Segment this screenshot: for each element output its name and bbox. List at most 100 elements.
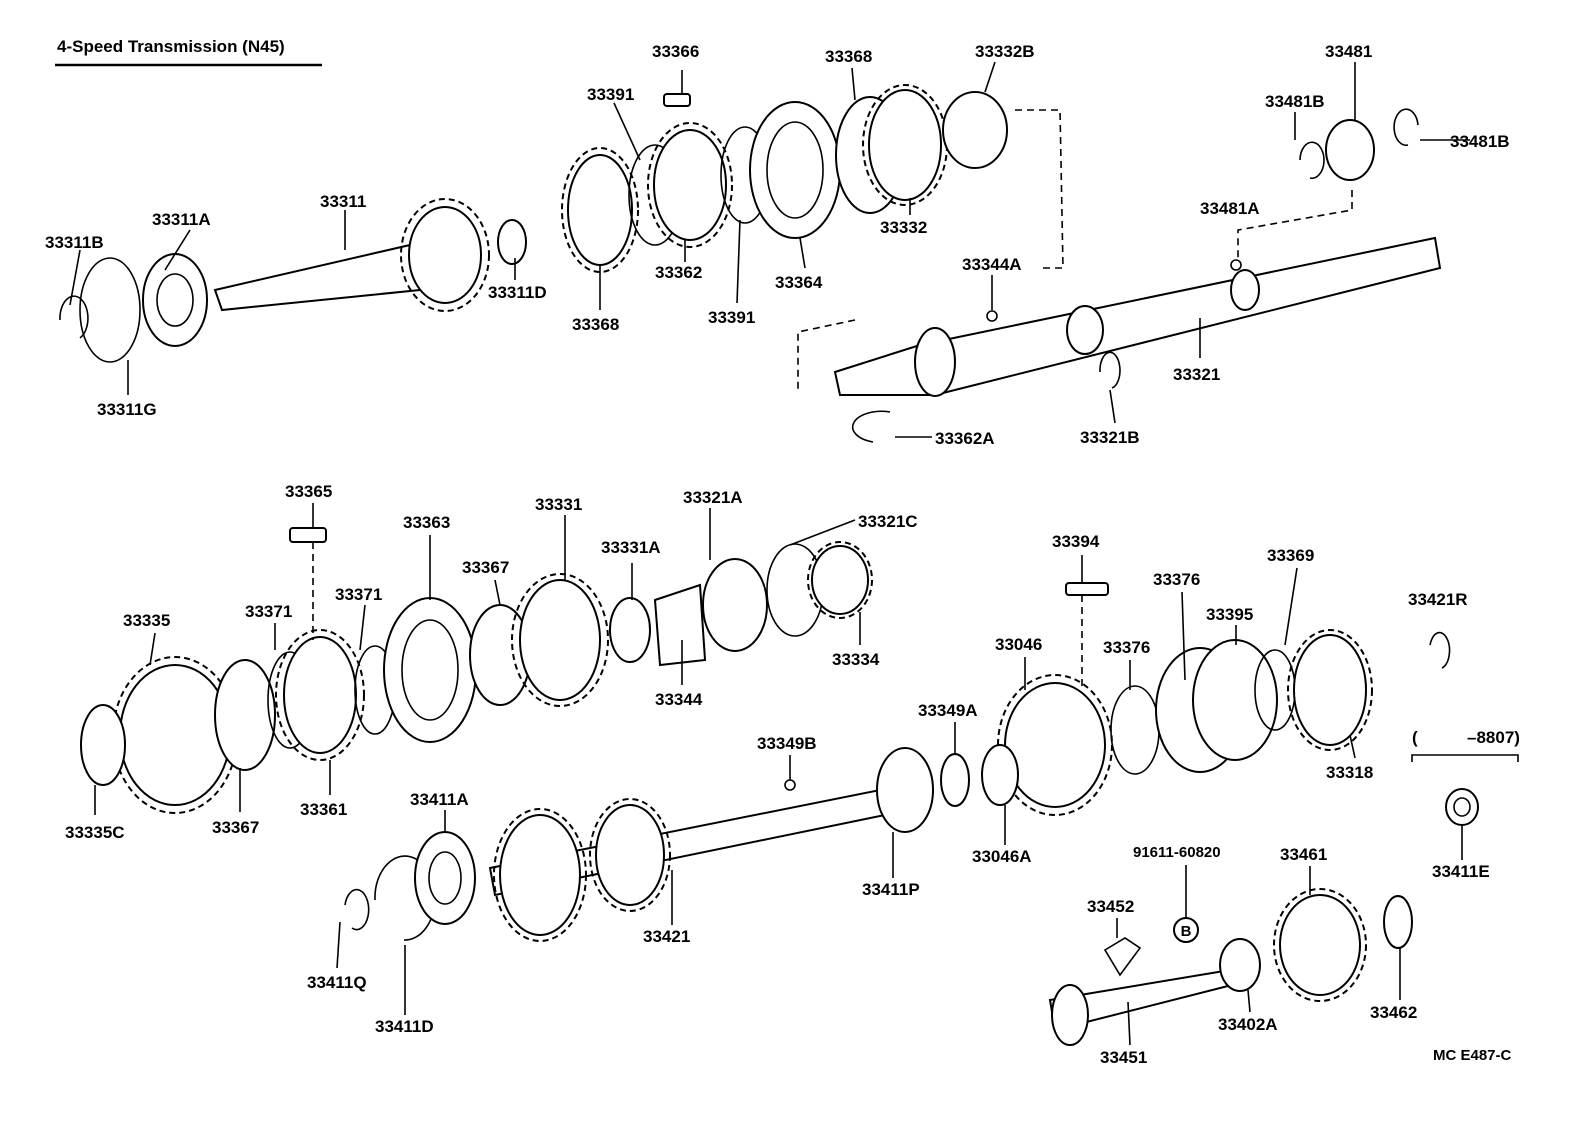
hub-33361-teeth [275, 629, 365, 761]
label-33481B-left: 33481B [1265, 92, 1325, 111]
counter-gear-2-drawing [595, 804, 665, 906]
counter-gear-2-teeth [589, 798, 671, 912]
snap-ring-33362a-drawing [851, 410, 891, 443]
ball-33344a-drawing [986, 310, 998, 322]
assembly-bracket-right [1237, 190, 1353, 258]
gear-33318-drawing [1293, 634, 1367, 746]
sleeve-33395-drawing [1192, 639, 1278, 761]
leader-line-27 [789, 519, 856, 546]
key-spring-33376-drawing [1110, 685, 1160, 775]
label-33391-top: 33391 [587, 85, 634, 104]
leader-line-41 [1284, 567, 1298, 646]
output-shaft-assembly [833, 108, 1442, 443]
label-33344A: 33344A [962, 255, 1022, 274]
label-33451: 33451 [1100, 1048, 1147, 1067]
key-33365-drawing [289, 527, 327, 543]
bearing-33331a-drawing [609, 597, 651, 663]
label-33395: 33395 [1206, 605, 1253, 624]
gear-33335-drawing [119, 664, 231, 806]
bolt-symbol-label: B [1181, 923, 1192, 940]
ring-33368-drawing [567, 154, 633, 266]
leader-line-56 [336, 921, 341, 969]
label-33349B: 33349B [757, 734, 817, 753]
ball-33481a-drawing [1230, 259, 1242, 271]
label-33335C: 33335C [65, 823, 125, 842]
idler-gear-33461-drawing [1279, 894, 1361, 996]
reverse-gear-train [997, 582, 1451, 816]
snap-ring-33421r-drawing [1429, 631, 1451, 669]
leader-line-47 [1349, 734, 1356, 759]
label-33311A: 33311A [152, 210, 211, 229]
counter-gear-1-drawing [499, 814, 581, 936]
snap-ring-33311g-drawing [79, 257, 141, 363]
label-33321C: 33321C [858, 512, 918, 531]
label-33367-top: 33367 [462, 558, 509, 577]
label-33311B: 33311B [45, 233, 104, 252]
label-33411E: 33411E [1432, 862, 1490, 881]
leader-lines [69, 61, 1470, 1046]
label-33332: 33332 [880, 218, 927, 237]
label-33411D: 33411D [375, 1017, 434, 1036]
snap-ring-33481b-right-drawing [1393, 108, 1419, 147]
output-shaft-spline [1066, 305, 1104, 355]
label-33481B-right: 33481B [1450, 132, 1510, 151]
idler-gear-33461-teeth [1273, 888, 1367, 1002]
snap-ring-33311b-drawing [59, 295, 89, 339]
input-shaft-33311-drawing [213, 243, 422, 312]
label-33362A: 33362A [935, 429, 995, 448]
label-33311G: 33311G [97, 400, 157, 419]
applicability-bracket [1411, 754, 1519, 762]
label-33368-top: 33368 [825, 47, 872, 66]
label-33321A: 33321A [683, 488, 743, 507]
leader-line-8 [851, 67, 856, 101]
snap-ring-33411q-drawing [344, 888, 370, 931]
bearing-33335c-drawing [80, 704, 126, 786]
label-33371-right: 33371 [335, 585, 382, 604]
label-33369: 33369 [1267, 546, 1314, 565]
leader-line-20 [1109, 389, 1116, 424]
diagram-title: 4-Speed Transmission (N45) [57, 37, 285, 56]
label-33344: 33344 [655, 690, 703, 709]
leader-line-32 [149, 632, 156, 666]
counter-gear-train [80, 527, 873, 814]
leader-line-29 [494, 579, 501, 606]
label-8807: –8807) [1467, 728, 1520, 747]
label-33391-bottom: 33391 [708, 308, 755, 327]
leader-line-11 [799, 237, 806, 269]
gear-33318-teeth [1287, 629, 1373, 751]
label-33402A: 33402A [1218, 1015, 1278, 1034]
idler-shaft-head [1051, 984, 1089, 1046]
input-shaft-assembly [59, 198, 527, 363]
nut-33411e-bore [1453, 797, 1471, 817]
snap-ring-33481b-left-drawing [1299, 141, 1325, 180]
bearing-33046a-drawing [981, 744, 1019, 806]
reverse-idler-assembly: B [1048, 754, 1519, 1046]
counter-gear-1-teeth [493, 808, 587, 942]
label-33363: 33363 [403, 513, 450, 532]
nut-33481-drawing [1325, 119, 1375, 181]
bearing-33411p-drawing [876, 747, 934, 833]
leader-line-40 [1181, 591, 1186, 681]
label-33365: 33365 [285, 482, 332, 501]
assembly-bracket-top [1015, 109, 1064, 269]
lever-33452-drawing [1103, 937, 1142, 977]
assembly-bracket-left [797, 319, 856, 392]
gear-33321a-drawing [702, 558, 768, 652]
gear-33331-teeth [511, 573, 609, 707]
gear-33332-drawing [868, 89, 942, 201]
sleeve-33364-bore [766, 121, 824, 219]
bearing-33334-teeth [807, 541, 873, 619]
washer-33462-drawing [1383, 895, 1413, 949]
label-applicability-note: ( [1412, 728, 1418, 747]
hub-33362-teeth [647, 122, 733, 248]
counter-shaft-assembly [344, 744, 1019, 942]
label-33046: 33046 [995, 635, 1042, 654]
leader-line-31 [359, 604, 366, 651]
bearing-33411a-drawing [414, 831, 476, 925]
label-33376-top: 33376 [1153, 570, 1200, 589]
snap-ring-33321b-drawing [1099, 351, 1121, 389]
label-33362: 33362 [655, 263, 702, 282]
label-33366: 33366 [652, 42, 699, 61]
label-33331A: 33331A [601, 538, 661, 557]
input-gear-teeth [400, 198, 490, 312]
